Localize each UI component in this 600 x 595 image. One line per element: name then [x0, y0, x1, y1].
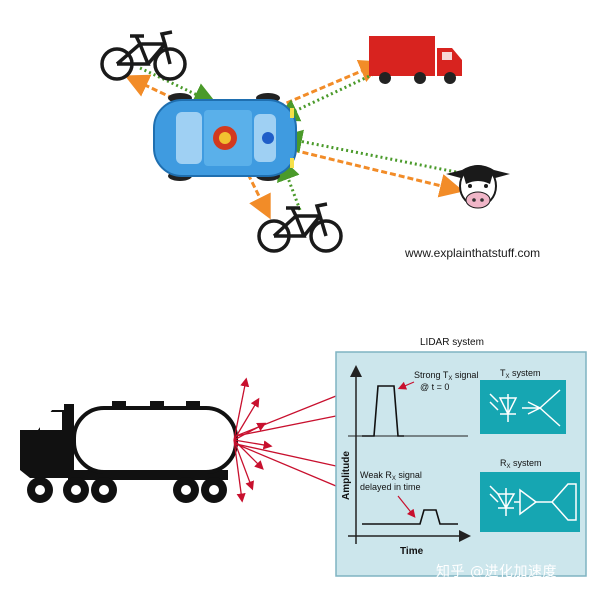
tanker-truck-icon [20, 401, 238, 503]
tx-signal-pointer [397, 381, 415, 390]
lidar-system-panel: LIDAR system Amplitude Time Strong TX si… [335, 337, 587, 577]
time-axis-label: Time [400, 546, 424, 557]
watermark-text: 知乎 @进化加速度 [436, 564, 557, 580]
rx-signal-pointer [397, 495, 416, 518]
tx-system-box [480, 380, 566, 434]
truck-icon [369, 36, 462, 84]
car-icon [153, 93, 297, 181]
rx-signal-delay-label: delayed in time [360, 482, 421, 492]
lidar-title: LIDAR system [420, 337, 484, 348]
rx-system-label: RX system [500, 458, 542, 470]
tx-signal-time-label: @ t = 0 [420, 382, 449, 392]
rx-system-box [480, 472, 580, 532]
amplitude-axis-label: Amplitude [341, 451, 352, 500]
top-diagram [100, 30, 510, 253]
bicycle-bottom-icon [257, 202, 343, 253]
bottom-diagram: LIDAR system Amplitude Time Strong TX si… [20, 337, 587, 577]
source-credit: www.explainthatstuff.com [405, 246, 541, 260]
laser-scatter-rays [233, 377, 337, 503]
bicycle-top-icon [100, 30, 187, 81]
rx-pulse-trace [362, 509, 458, 525]
tx-pulse-trace [362, 385, 404, 437]
tx-system-label: TX system [500, 368, 541, 380]
tx-signal-label: Strong TX signal [414, 370, 478, 382]
rx-signal-label: Weak RX signal [360, 470, 422, 482]
cow-icon [446, 165, 510, 209]
